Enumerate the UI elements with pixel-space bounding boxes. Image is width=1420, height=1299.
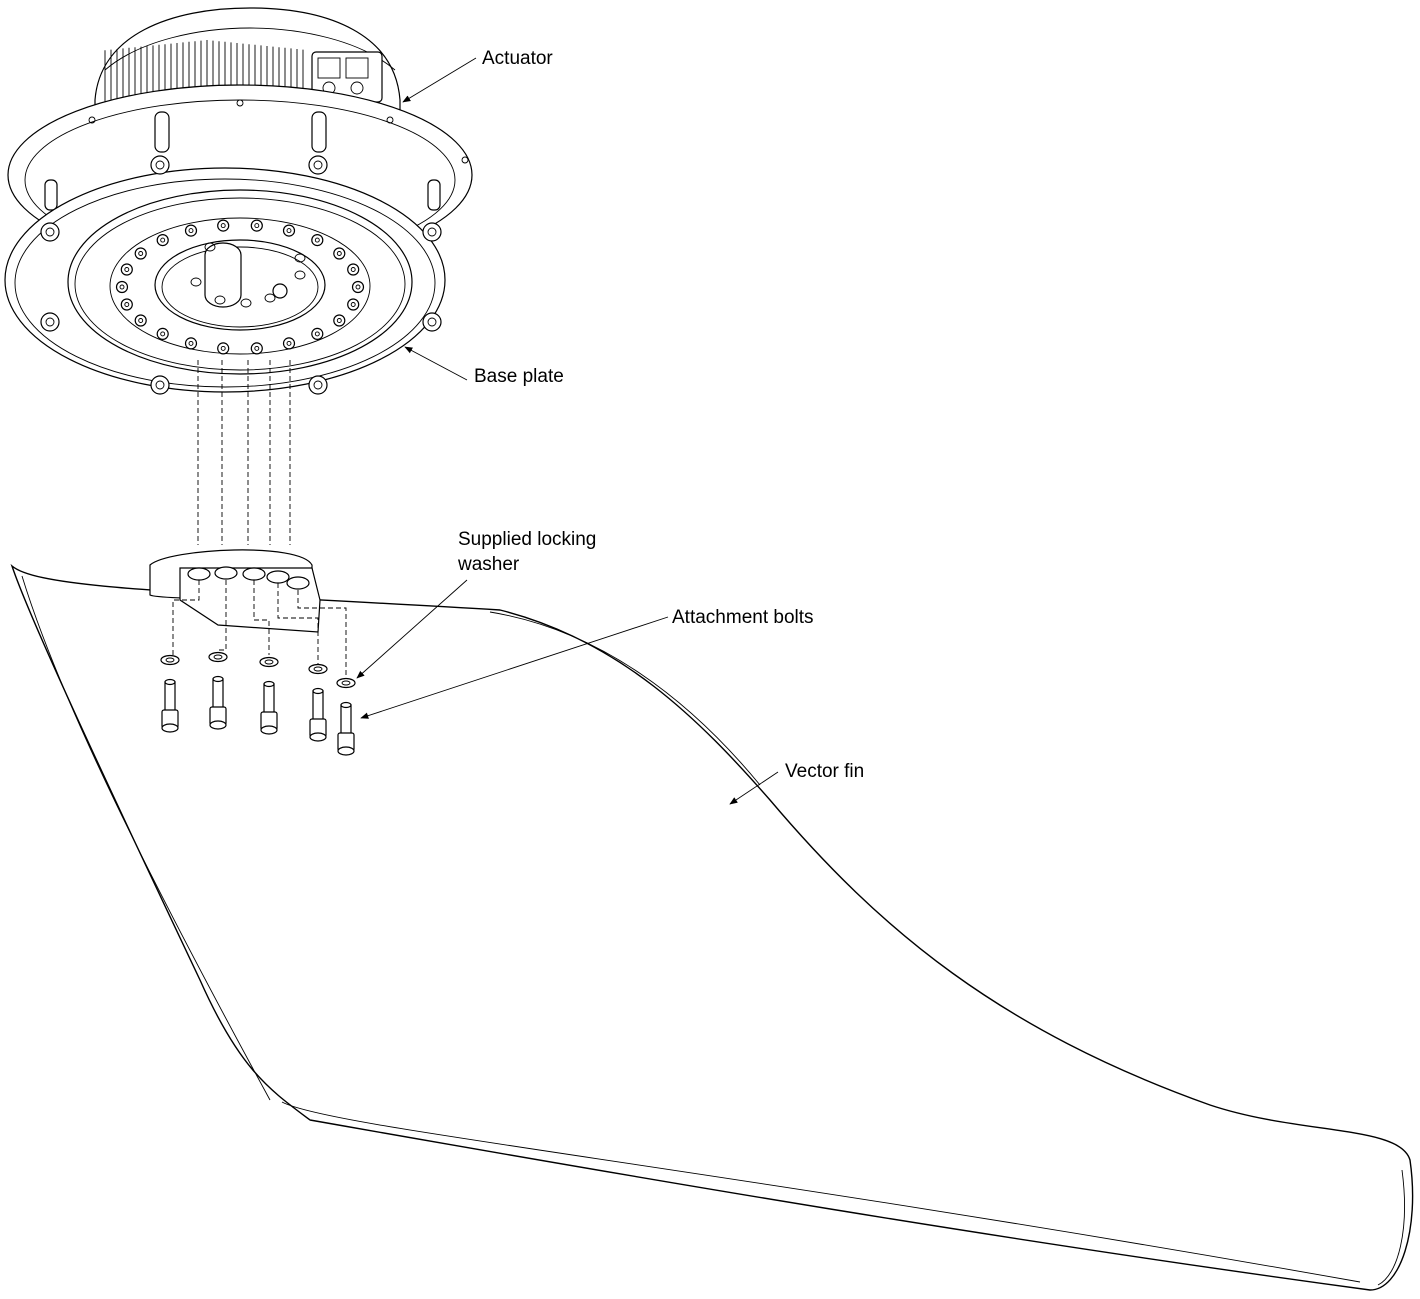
flange-hole	[461, 156, 469, 164]
locking-washer	[308, 663, 328, 675]
hub-bolt	[184, 224, 198, 237]
flange-hole	[88, 116, 96, 124]
hub-bolt	[134, 314, 147, 327]
hub-bolt	[351, 280, 365, 294]
hub-bolt	[282, 337, 296, 350]
hub-hole	[214, 295, 226, 305]
hub-bolt	[217, 342, 230, 355]
base-plate-bolt	[308, 375, 328, 395]
attachment-bolt	[309, 687, 327, 742]
locking-washer	[336, 677, 356, 689]
locking-washer	[259, 656, 279, 668]
hub-bolt	[134, 247, 147, 260]
attachment-bolts-label: Attachment bolts	[672, 607, 814, 628]
hub-bolt	[333, 314, 346, 327]
hub-bolt	[156, 234, 169, 247]
base-plate-bolt	[308, 155, 328, 175]
hub-bolt	[250, 342, 263, 355]
locking-washers	[160, 651, 356, 689]
hub-bolt	[217, 219, 230, 232]
hub-bolt	[115, 280, 129, 294]
bolts-leader-arrow	[360, 616, 669, 719]
base-plate-bolt	[40, 222, 60, 242]
standoff-post	[44, 179, 58, 211]
locking-washer	[208, 651, 228, 663]
locking-washer	[160, 654, 180, 666]
attachment-bolt	[337, 701, 355, 756]
base-plate-bolt	[150, 155, 170, 175]
hub-bolt	[184, 337, 198, 350]
hub-bolt	[347, 263, 360, 276]
hub-bolt	[250, 219, 263, 232]
actuator-leader-arrow	[402, 57, 477, 103]
hub-hole	[240, 298, 252, 308]
actuator-assembly	[4, 7, 473, 395]
attachment-bolt	[161, 678, 179, 733]
hub-hole	[264, 293, 276, 303]
hub-bolt	[311, 234, 324, 247]
attachment-bolt-set	[161, 675, 355, 756]
hub-hole	[190, 277, 202, 287]
washer-leader-arrow	[356, 579, 468, 679]
hub-hole	[204, 242, 216, 252]
hub-center-screw	[272, 283, 288, 299]
hub-hole	[294, 253, 306, 263]
hub-hole	[294, 270, 306, 280]
washer-label-line2: washer	[457, 554, 520, 575]
hub-bolt	[347, 298, 360, 311]
connector-block	[311, 51, 383, 103]
standoff-post	[154, 111, 170, 153]
alignment-projection-lines	[197, 360, 291, 545]
hub-bolt	[120, 298, 133, 311]
base-plate-label: Base plate	[474, 366, 564, 387]
attachment-bolt	[209, 675, 227, 730]
hub-bolt	[333, 247, 346, 260]
base-plate-bolt	[150, 375, 170, 395]
hub-bolt	[156, 327, 169, 340]
hub-bolt	[282, 224, 296, 237]
hub-slot	[204, 242, 242, 308]
flange-hole	[386, 116, 394, 124]
base-plate-bolt	[422, 222, 442, 242]
vector-fin-leader-arrow	[729, 771, 779, 805]
vector-fin-label: Vector fin	[785, 761, 864, 782]
standoff-post	[311, 111, 327, 153]
washer-label-line1: Supplied locking	[458, 529, 596, 550]
base-plate-bolt	[422, 312, 442, 332]
actuator-label: Actuator	[482, 48, 553, 69]
hub-bolt	[120, 263, 133, 276]
flange-hole	[236, 99, 244, 107]
base-plate-bolt	[40, 312, 60, 332]
vector-fin	[10, 563, 1414, 1291]
attachment-bolt	[260, 680, 278, 735]
fin-mounting-hub	[149, 549, 347, 675]
callouts: Actuator Base plate Supplied locking was…	[356, 48, 864, 805]
base-plate-leader-arrow	[404, 346, 468, 381]
hub-bolt	[311, 327, 324, 340]
standoff-post	[427, 179, 441, 211]
